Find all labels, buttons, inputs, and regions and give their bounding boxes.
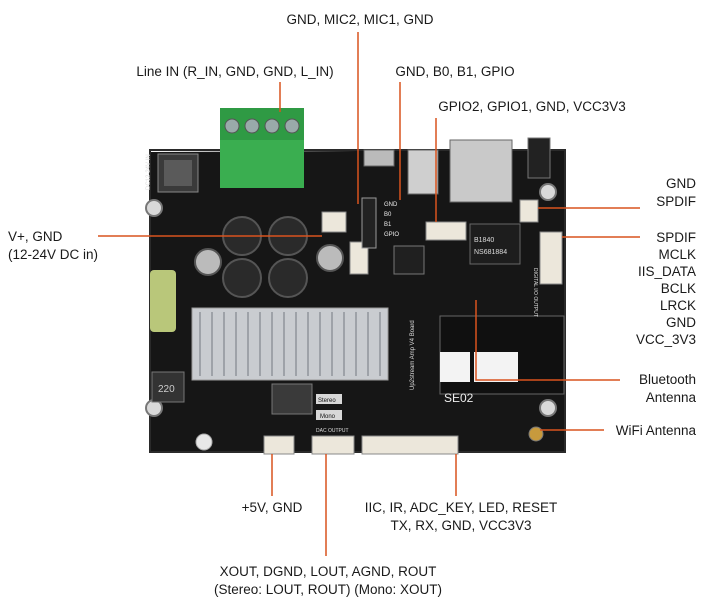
label-gnd-mic: GND, MIC2, MIC1, GND: [286, 12, 434, 27]
micro-usb-port: [363, 149, 395, 167]
mode-switch: [271, 383, 313, 415]
label-5v: +5V, GND: [241, 500, 303, 515]
io-label-2: B1: [384, 222, 392, 228]
dac-output-text: DAC OUTPUT: [316, 428, 349, 434]
main-chip: [393, 245, 425, 275]
io-label-1: B0: [384, 212, 392, 218]
label-bt-2: Antenna: [645, 390, 696, 405]
chip1-text: B1840: [474, 237, 494, 244]
io-header: [361, 197, 377, 249]
digital-io-text: DIGITAL I/O OUTPUT: [532, 268, 538, 317]
mounting-holes: [145, 183, 557, 417]
label-i2s-5: GND: [666, 315, 696, 330]
inductor-text: 220: [158, 384, 175, 395]
transformer-chip: [469, 223, 521, 265]
label-iic-2: TX, RX, GND, VCC3V3: [390, 518, 532, 533]
wifi-antenna-pad: [528, 426, 544, 442]
white-connectors: [263, 199, 563, 455]
module-text: SE02: [444, 391, 474, 405]
label-wifi: WiFi Antenna: [615, 423, 696, 438]
label-power-2: (12-24V DC in): [8, 247, 99, 262]
led: [195, 433, 213, 451]
label-power-1: V+, GND: [8, 229, 63, 244]
mono-text: Mono: [320, 414, 336, 420]
label-i2s-4: LRCK: [659, 298, 696, 313]
label-i2s-0: SPDIF: [656, 230, 696, 245]
leader-lines: [98, 32, 640, 556]
label-dac-1: XOUT, DGND, LOUT, AGND, ROUT: [219, 564, 437, 579]
label-i2s-6: VCC_3V3: [635, 332, 696, 347]
label-i2s-2: IIS_DATA: [637, 264, 696, 279]
ethernet-port: [449, 139, 513, 203]
qr-sticker-2: [474, 352, 518, 382]
optical-port: [407, 149, 439, 195]
label-line-in: Line IN (R_IN, GND, GND, L_IN): [136, 64, 334, 79]
label-gpio2: GPIO2, GPIO1, GND, VCC3V3: [438, 99, 626, 114]
io-label-3: GPIO: [384, 232, 399, 238]
chip2-text: NS681884: [474, 249, 507, 256]
model-text: Up2stream Amp V4 Board: [410, 320, 416, 390]
fuse-component: [150, 270, 176, 332]
heatsink: [191, 307, 389, 381]
label-gnd-spdif-2: SPDIF: [656, 194, 696, 209]
line-in-terminal: [220, 108, 304, 188]
button: [527, 137, 551, 179]
label-dac-2: (Stereo: LOUT, ROUT) (Mono: XOUT): [213, 582, 443, 597]
inductor: [151, 371, 185, 403]
stereo-text: Stereo: [318, 398, 336, 404]
label-iic-1: IIC, IR, ADC_KEY, LED, RESET: [364, 500, 558, 515]
label-gnd-spdif-1: GND: [666, 176, 696, 191]
label-i2s-3: BCLK: [660, 281, 696, 296]
dc-label-text: DC12-24V IN: [146, 154, 152, 190]
qr-sticker-1: [440, 352, 470, 382]
label-bt-1: Bluetooth: [638, 372, 696, 387]
io-label-0: GND: [384, 202, 398, 208]
label-i2s-1: MCLK: [658, 247, 696, 262]
label-gnd-b0: GND, B0, B1, GPIO: [395, 64, 515, 79]
